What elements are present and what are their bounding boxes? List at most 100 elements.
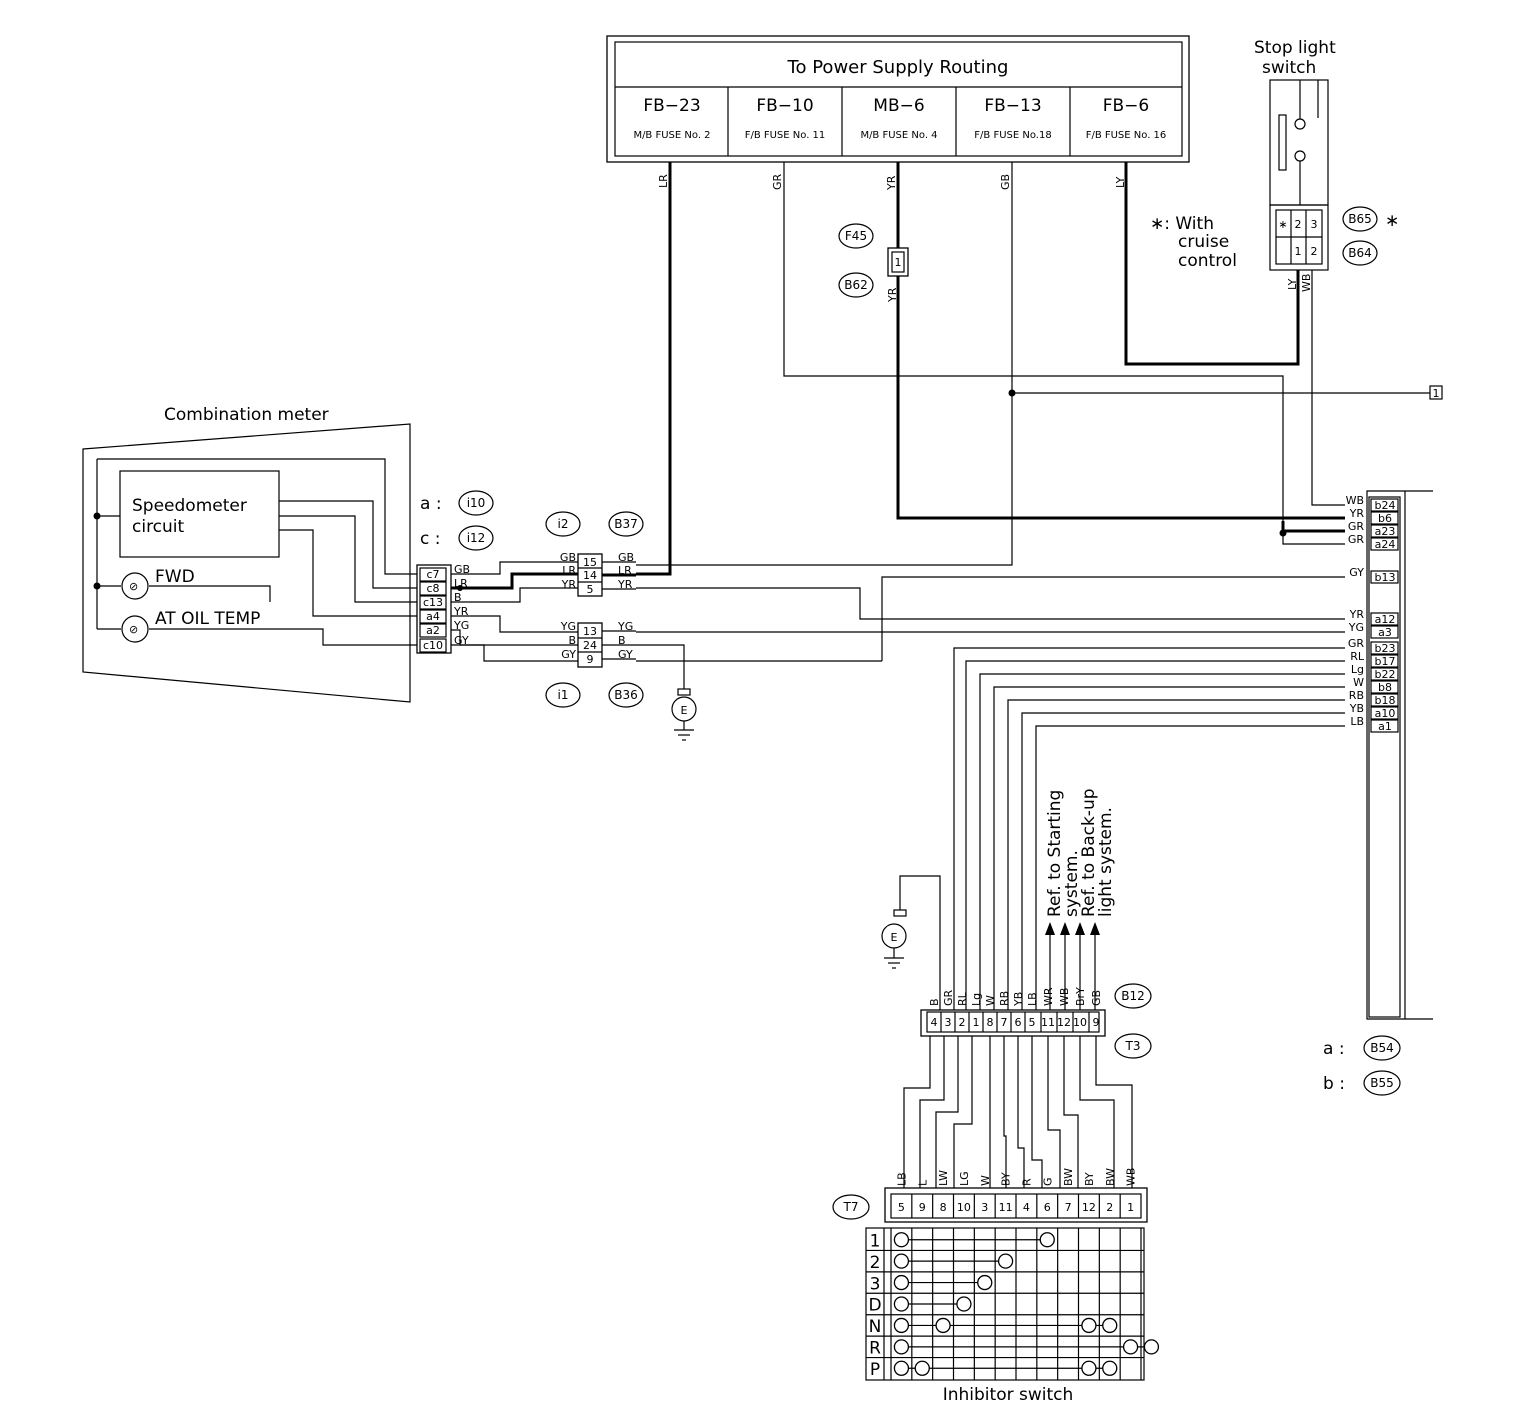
conn-b12: B12 <box>1121 989 1145 1003</box>
meter-pin-c13: c13 <box>423 596 443 609</box>
b12-wire-3: Lg <box>970 993 983 1006</box>
meter-pin-a2: a2 <box>426 624 440 637</box>
tcm-pin-a10: a10 <box>1375 707 1396 720</box>
ground-symbol-2: E <box>881 909 907 969</box>
inhibitor-pos-D: D <box>868 1296 881 1316</box>
inhibitor-pos-P: P <box>870 1360 880 1380</box>
inhibitor-pos-N: N <box>869 1317 882 1337</box>
stop-light-title-1: Stop light <box>1254 38 1336 58</box>
i2-wire-left-1: LR <box>562 564 576 577</box>
tcm-wire-5: YR <box>1349 608 1365 621</box>
combination-meter: Combination meter Speedometer circuit ⊘ … <box>82 405 442 703</box>
b12-pin-1: 1 <box>973 1016 980 1029</box>
t7-wire-9: BY <box>1083 1172 1096 1186</box>
i2-b37-connector <box>577 553 636 597</box>
meter-pin-c8: c8 <box>426 582 439 595</box>
tcm-wire-9: Lg <box>1351 663 1364 676</box>
tcm-pin-b24: b24 <box>1375 499 1396 512</box>
fuse-4-sub: F/B FUSE No.18 <box>974 130 1051 141</box>
meter-wire-0: GB <box>454 563 470 576</box>
t7-wire-0: LB <box>895 1172 908 1186</box>
tcm-wire-6: YG <box>1348 621 1364 634</box>
fuse-5-sub: F/B FUSE No. 16 <box>1086 130 1167 141</box>
conn-i2: i2 <box>558 517 569 531</box>
tcm-wire-4: GY <box>1349 566 1364 579</box>
tcm-pin-a3: a3 <box>1378 626 1392 639</box>
ref-backup-2: light system. <box>1096 807 1116 917</box>
fuse-5-name: FB−6 <box>1103 96 1150 116</box>
tcm-key-b: b : <box>1323 1074 1345 1094</box>
i1-wire-right-2: GY <box>618 648 633 661</box>
inhibitor-contact <box>893 1253 910 1269</box>
t7-pin-2: 2 <box>1106 1201 1113 1214</box>
stop-pin-2: 2 <box>1295 218 1302 231</box>
t7-pin-12: 12 <box>1082 1201 1096 1214</box>
tcm-pin-b8: b8 <box>1378 681 1392 694</box>
tcm-pin-b23: b23 <box>1375 642 1396 655</box>
i2-wire-right-0: GB <box>618 551 634 564</box>
i1-pin-9: 9 <box>587 653 594 666</box>
b12-pin-10: 10 <box>1073 1016 1087 1029</box>
meter-key-c: c : <box>420 529 440 549</box>
fuse-pin-label: 1 <box>895 256 902 269</box>
b12-wire-11: GB <box>1090 990 1103 1006</box>
t7-wire-7: G <box>1041 1177 1054 1186</box>
oil-temp-label: AT OIL TEMP <box>155 609 260 629</box>
i2-wire-right-2: YR <box>617 578 633 591</box>
ground-label-2: E <box>891 931 898 944</box>
i1-wire-left-0: YG <box>560 620 576 633</box>
cruise-star: ∗ <box>1385 211 1399 231</box>
conn-b36: B36 <box>614 688 638 702</box>
inhibitor-contact <box>893 1232 910 1248</box>
junction-ref: 1 <box>1433 387 1440 400</box>
t7-wire-8: BW <box>1062 1168 1075 1186</box>
ground-label-1: E <box>681 704 688 717</box>
wire-label-gb: GB <box>999 174 1012 190</box>
meter-wire-3: YR <box>453 605 469 618</box>
i1-wire-left-1: B <box>568 634 576 647</box>
b12-wire-8: WR <box>1042 987 1055 1006</box>
conn-f45: F45 <box>845 229 867 243</box>
fuse-2-sub: F/B FUSE No. 11 <box>745 130 826 141</box>
conn-i12: i12 <box>467 531 486 545</box>
t7-wire-10: BW <box>1104 1168 1117 1186</box>
i1-pin-13: 13 <box>583 625 597 638</box>
t7-wire-11: WB <box>1125 1168 1138 1186</box>
b12-wire-6: YB <box>1012 992 1025 1007</box>
conn-t3: T3 <box>1125 1039 1141 1053</box>
meter-wire-4: YG <box>453 619 469 632</box>
stop-pin-4: 1 <box>1295 245 1302 258</box>
conn-t7: T7 <box>843 1200 859 1214</box>
conn-b55: B55 <box>1370 1076 1394 1090</box>
power-supply-title: To Power Supply Routing <box>787 57 1009 78</box>
cruise-note-3: control <box>1178 251 1237 271</box>
i2-wire-left-2: YR <box>561 578 577 591</box>
tcm-wire-8: RL <box>1350 650 1365 663</box>
b12-pin-2: 2 <box>959 1016 966 1029</box>
t7-pin-4: 4 <box>1023 1201 1030 1214</box>
power-supply-box: To Power Supply Routing FB−23 M/B FUSE N… <box>606 35 1190 163</box>
i1-wire-left-2: GY <box>561 648 576 661</box>
b12-wire-9: WB <box>1058 988 1071 1006</box>
speedo-label-1: Speedometer <box>132 496 247 516</box>
tcm-key-a: a : <box>1323 1039 1345 1059</box>
b12-pin-3: 3 <box>945 1016 952 1029</box>
fuse-1-sub: M/B FUSE No. 2 <box>633 130 710 141</box>
t7-pin-5: 5 <box>898 1201 905 1214</box>
inhibitor-contact <box>893 1360 910 1376</box>
inhibitor-contact <box>1122 1339 1139 1355</box>
conn-i10: i10 <box>467 496 486 510</box>
conn-b37: B37 <box>614 517 638 531</box>
conn-b62: B62 <box>844 278 868 292</box>
t7-pin-11: 11 <box>999 1201 1013 1214</box>
inhibitor-pos-3: 3 <box>870 1274 881 1294</box>
t7-pin-1: 1 <box>1127 1201 1134 1214</box>
stop-light-switch: Stop light switch ∗ 2 3 1 2 LY WB ∗: Wit… <box>1150 38 1336 292</box>
inhibitor-pos-2: 2 <box>870 1253 881 1273</box>
wires <box>636 162 1430 1188</box>
meter-wire-5: GY <box>454 634 469 647</box>
wire-label-yr: YR <box>885 175 898 191</box>
conn-b65: B65 <box>1348 212 1372 226</box>
